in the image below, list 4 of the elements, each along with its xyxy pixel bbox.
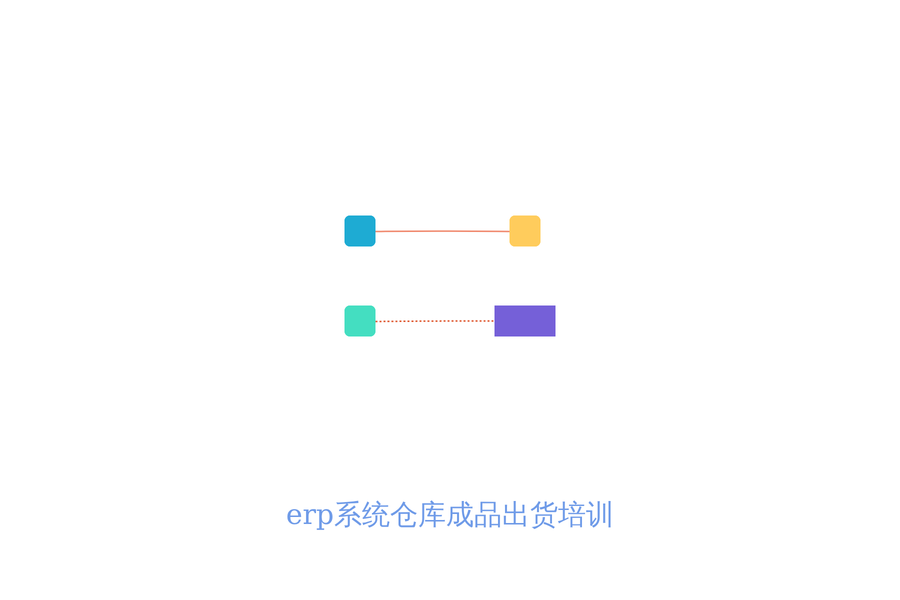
connector — [376, 230, 510, 232]
connector — [376, 320, 495, 322]
diagram-caption: erp系统仓库成品出货培训 — [286, 497, 614, 533]
node-box — [494, 306, 556, 336]
